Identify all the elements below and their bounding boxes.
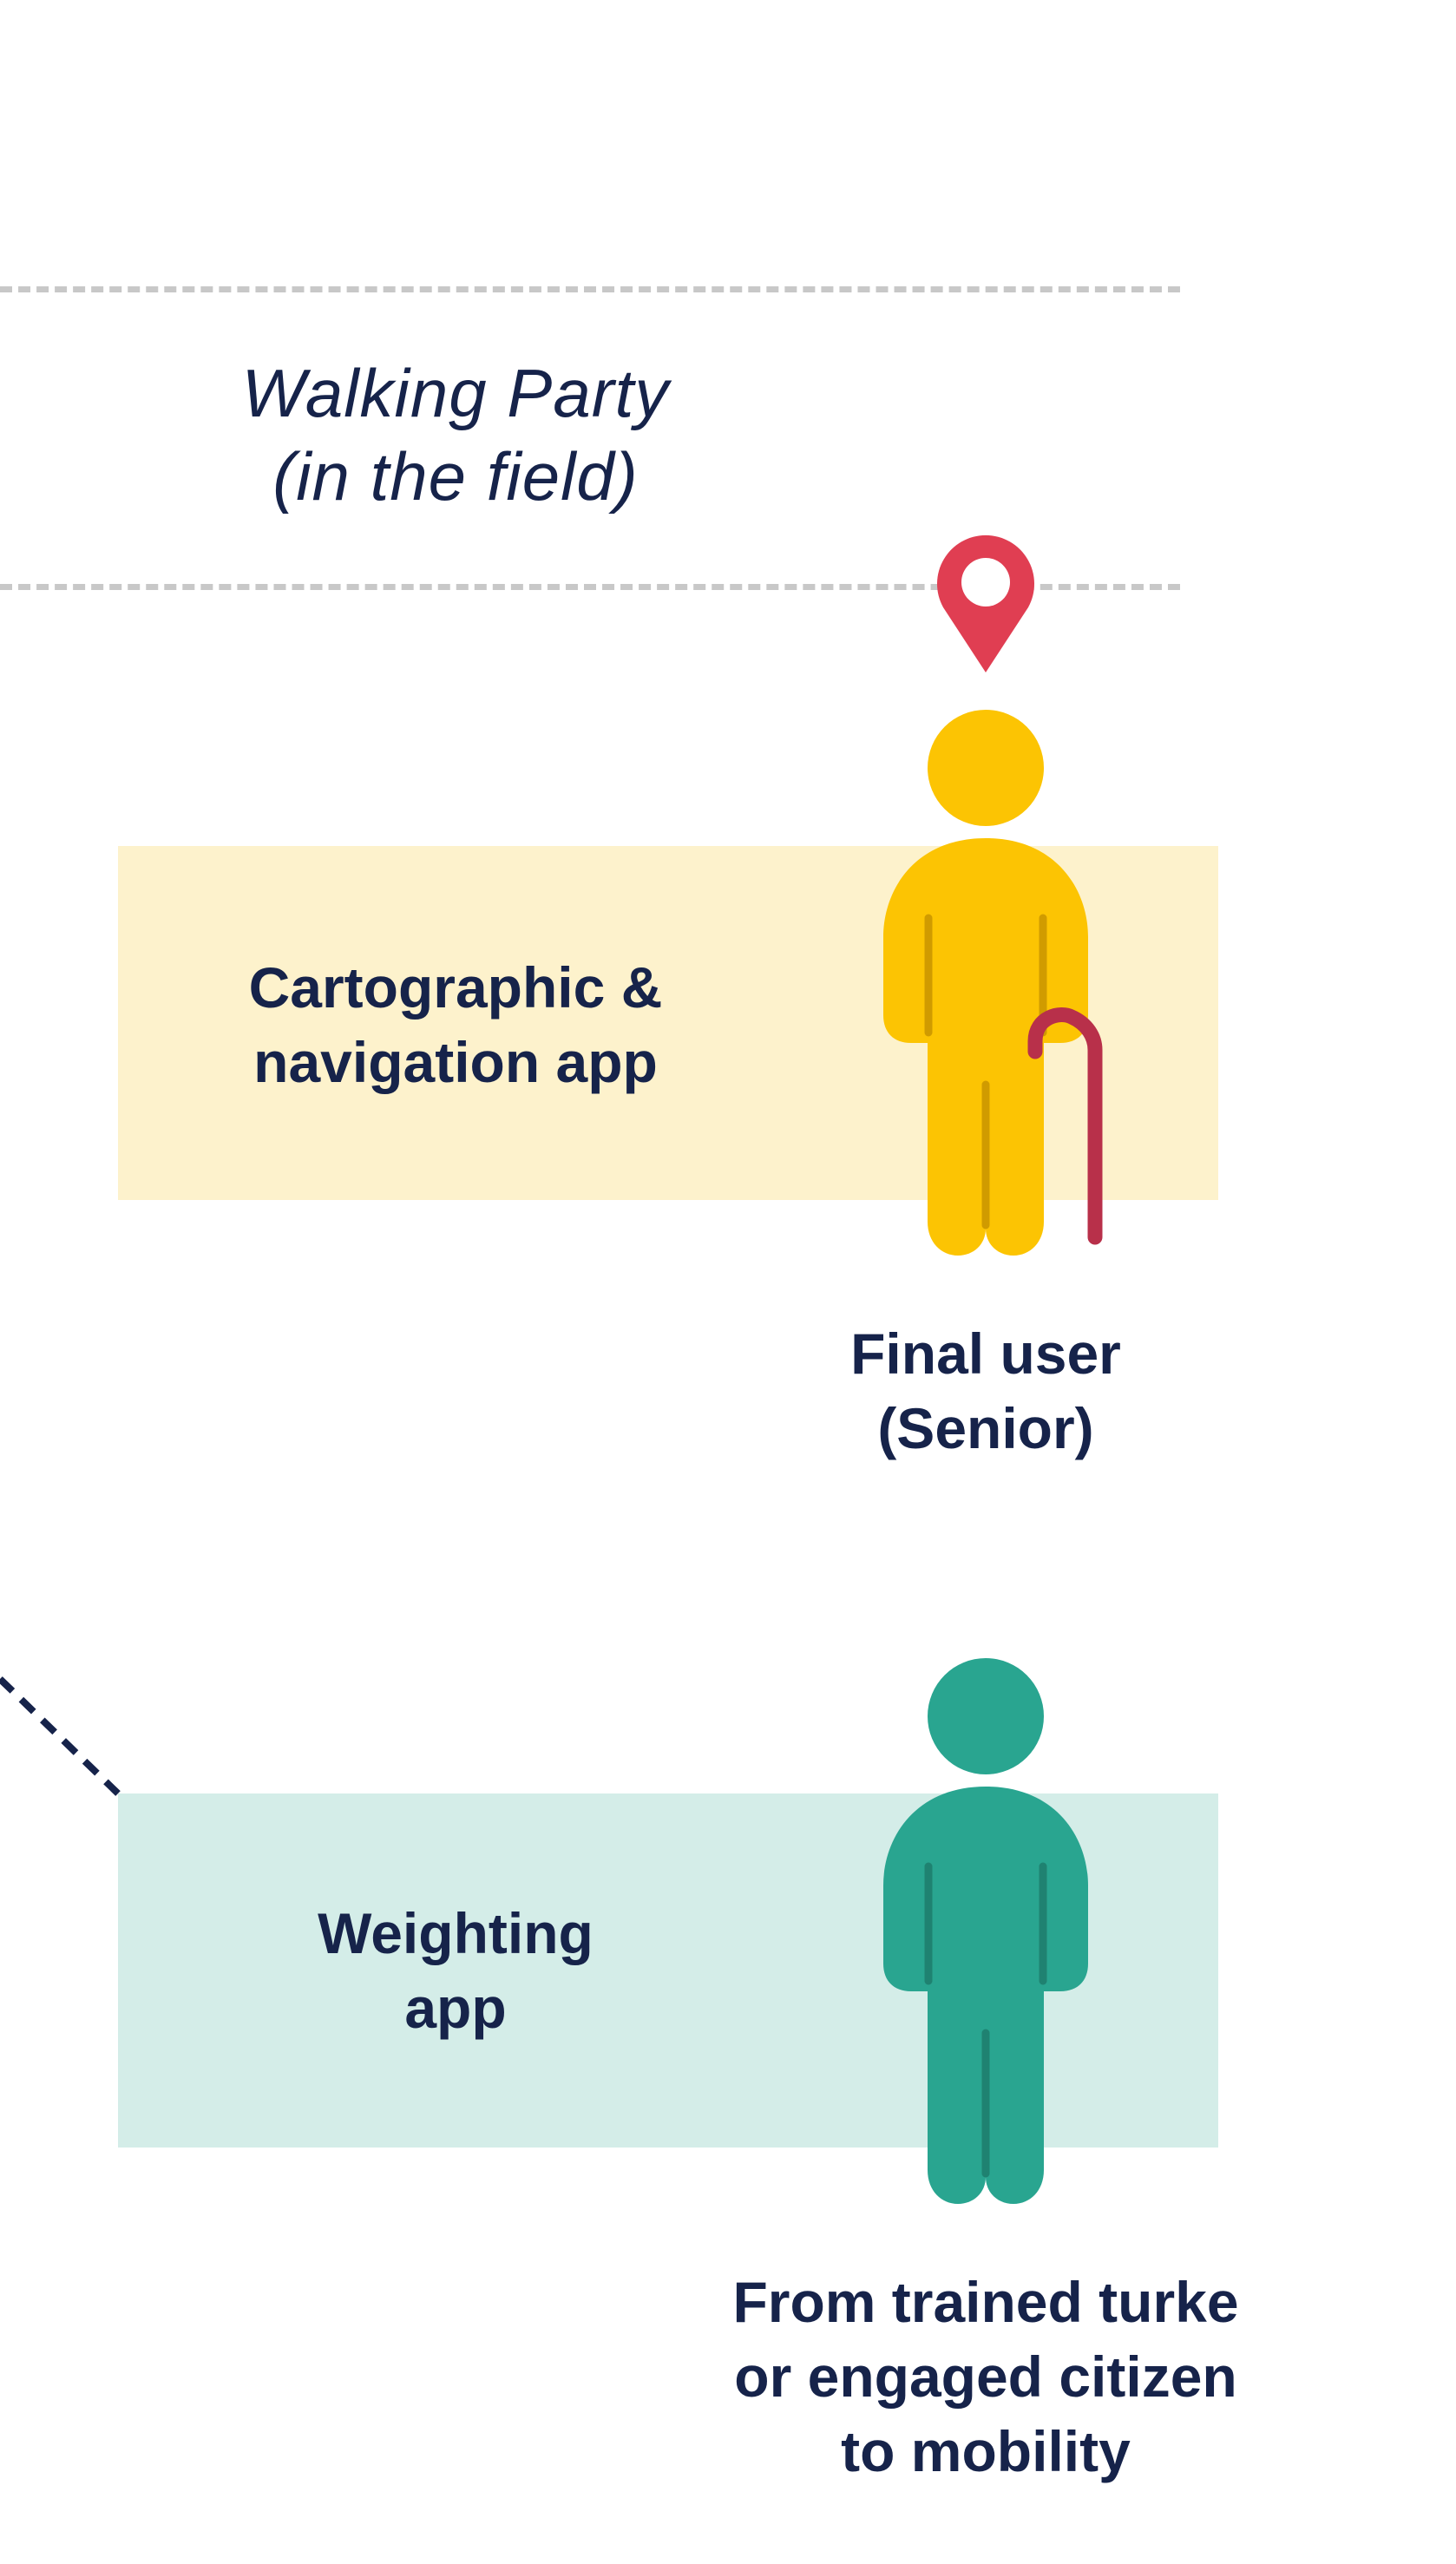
cane-icon — [1027, 1007, 1103, 1245]
senior-person-icon — [883, 710, 1088, 1256]
location-pin-icon — [937, 534, 1034, 672]
section-title-line-2: (in the field) — [272, 438, 639, 515]
weighting-app-label-line-1: Weighting — [318, 1901, 594, 1965]
senior-caption: Final user (Senior) — [639, 1316, 1333, 1466]
turker-caption-line-3: to mobility — [841, 2419, 1131, 2483]
section-title: Walking Party (in the field) — [130, 351, 781, 518]
senior-caption-line-1: Final user — [850, 1321, 1121, 1386]
top-separator-line — [0, 286, 1180, 292]
cartographic-app-label: Cartographic & navigation app — [130, 950, 781, 1099]
turker-caption: From trained turke or engaged citizen to… — [639, 2265, 1333, 2489]
turker-caption-line-2: or engaged citizen — [734, 2344, 1237, 2409]
weighting-app-label: Weighting app — [130, 1896, 781, 2045]
cartographic-app-label-line-1: Cartographic & — [248, 955, 663, 1020]
turker-person-icon — [883, 1658, 1088, 2204]
section-title-line-1: Walking Party — [241, 355, 670, 431]
senior-caption-line-2: (Senior) — [877, 1396, 1094, 1460]
cartographic-app-label-line-2: navigation app — [253, 1030, 658, 1094]
mid-separator-line — [0, 584, 1180, 590]
connector-line — [0, 1676, 121, 1796]
weighting-app-label-line-2: app — [404, 1976, 507, 2040]
turker-caption-line-1: From trained turke — [732, 2270, 1239, 2334]
